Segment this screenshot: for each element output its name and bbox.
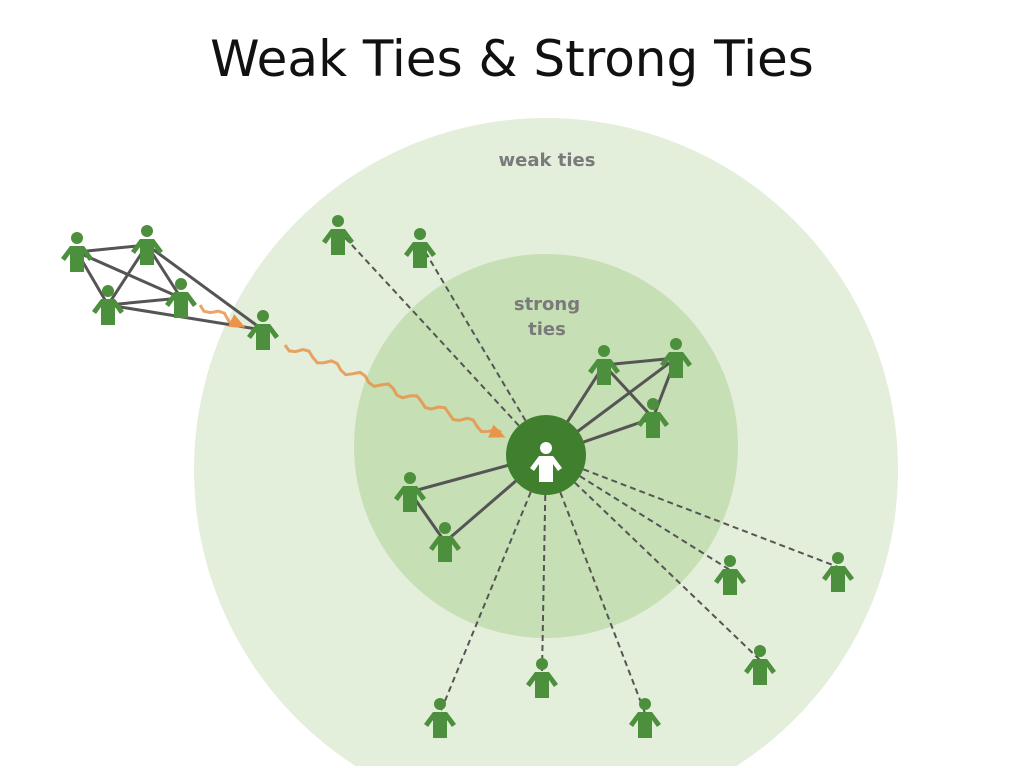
external-person-icon bbox=[92, 285, 124, 325]
strong-tie-person-icon bbox=[660, 338, 692, 378]
weak-tie-person-icon bbox=[424, 698, 456, 738]
external-person-icon bbox=[165, 278, 197, 318]
weak-tie-line bbox=[545, 454, 839, 568]
weak-tie-person-icon bbox=[322, 215, 354, 255]
external-person-icon bbox=[131, 225, 163, 265]
cluster-tie-line bbox=[146, 243, 264, 332]
weak-tie-line bbox=[545, 454, 646, 714]
strong-peer-line bbox=[602, 363, 655, 420]
weak-tie-person-icon bbox=[822, 552, 854, 592]
external-person-icon bbox=[61, 232, 93, 272]
strong-tie-person-icon bbox=[588, 345, 620, 385]
strong-ties-label-line2: ties bbox=[528, 319, 566, 340]
weak-tie-line bbox=[419, 242, 547, 456]
strong-ties-label-line1: strong bbox=[514, 294, 580, 315]
strong-tie-person-icon bbox=[429, 522, 461, 562]
ego-person-icon bbox=[530, 442, 562, 482]
weak-tie-person-icon bbox=[526, 658, 558, 698]
slide-title: Weak Ties & Strong Ties bbox=[210, 30, 814, 88]
weak-tie-line bbox=[541, 454, 547, 674]
information-flow-arrow bbox=[198, 304, 246, 328]
strong-tie-person-icon bbox=[394, 472, 426, 512]
weak-tie-line bbox=[439, 454, 547, 714]
weak-ties-label: weak ties bbox=[499, 150, 596, 171]
weak-tie-person-icon bbox=[744, 645, 776, 685]
strong-tie-person-icon bbox=[637, 398, 669, 438]
weak-tie-person-icon bbox=[629, 698, 661, 738]
weak-tie-person-icon bbox=[404, 228, 436, 268]
external-person-icon bbox=[247, 310, 279, 350]
center-person-node bbox=[506, 415, 586, 495]
weak-tie-line bbox=[337, 229, 547, 456]
weak-tie-person-icon bbox=[714, 555, 746, 595]
weak-tie-line bbox=[545, 454, 731, 571]
information-flow-arrow bbox=[283, 344, 506, 438]
